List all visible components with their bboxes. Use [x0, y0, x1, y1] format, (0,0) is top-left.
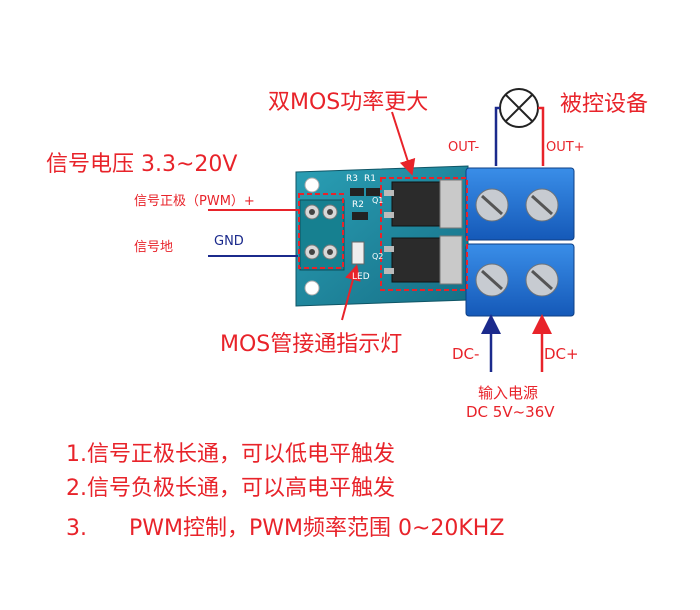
silk-q1: Q1	[372, 196, 384, 205]
signal-ground-label: 信号地	[134, 240, 174, 255]
mos-indicator-label: MOS管接通指示灯	[220, 332, 403, 357]
input-range-label: DC 5V~36V	[466, 403, 555, 421]
silk-q2: Q2	[372, 252, 384, 261]
indicator-arrow	[341, 264, 361, 321]
mosfet-highlight-box	[380, 177, 468, 291]
out-plus-label: OUT+	[546, 140, 585, 155]
note-3: 3. PWM控制，PWM频率范围 0~20KHZ	[66, 516, 505, 541]
note-2: 2.信号负极长通，可以高电平触发	[66, 476, 395, 501]
input-power-label: 输入电源	[478, 384, 539, 402]
silk-led: LED	[352, 272, 370, 282]
dc-plus-label: DC+	[544, 345, 579, 363]
signal-positive-label: 信号正极（PWM）+	[134, 194, 255, 209]
note-1: 1.信号正极长通，可以低电平触发	[66, 442, 395, 467]
dc-minus-label: DC-	[452, 345, 480, 363]
dual-mos-label: 双MOS功率更大	[268, 90, 429, 115]
pcb-board	[295, 165, 469, 307]
out-minus-label: OUT-	[448, 140, 480, 155]
silk-r2: R2	[352, 200, 364, 210]
controlled-device-label: 被控设备	[560, 92, 649, 117]
dual-mos-arrow	[391, 111, 416, 176]
lamp-icon	[499, 88, 539, 128]
out-minus-wire	[494, 106, 500, 166]
silk-r1: R1	[364, 174, 376, 184]
signal-voltage-label: 信号电压 3.3~20V	[46, 152, 238, 177]
silk-r3: R3	[346, 174, 358, 184]
screw-terminals	[465, 167, 575, 317]
gnd-label: GND	[214, 234, 244, 249]
out-plus-wire	[538, 106, 545, 166]
header-highlight-box	[298, 193, 344, 269]
